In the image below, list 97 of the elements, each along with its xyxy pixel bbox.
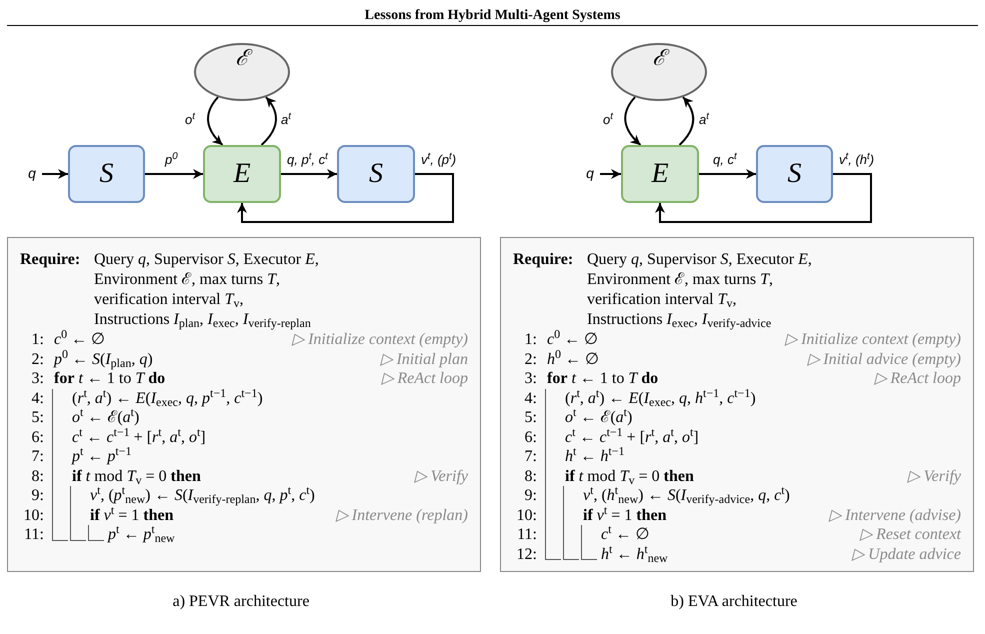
algorithm-box: [500, 237, 974, 572]
require-keyword: Require:: [20, 250, 82, 270]
code-comment: ▷ Initial plan: [380, 350, 468, 369]
query-label: q: [28, 164, 36, 183]
line-number: 5:: [30, 408, 44, 428]
box-label: E: [233, 157, 251, 191]
arrow: [260, 96, 277, 146]
arrow: [237, 173, 454, 223]
edge-label: o$^{t}$: [603, 112, 613, 127]
code-line: for t ← 1 to T do: [547, 369, 658, 388]
arrow: [678, 96, 694, 146]
line-number: 3:: [524, 369, 537, 388]
line-number: 5:: [524, 408, 537, 428]
code-comment: ▷ Initialize context (empty): [292, 330, 468, 350]
box-label: E: [651, 157, 669, 191]
code-line: c$^{t}$ ← c$^{t−1}$ + [r$^{t}$, a$^{t}$, o$^{t}$]: [72, 428, 206, 447]
edge-label: a$^{t}$: [281, 112, 291, 127]
code-comment: ▷ Initialize context (empty): [785, 330, 961, 350]
edge-label: a$^{t}$: [699, 112, 709, 127]
edge-label: p$^{0}$: [165, 152, 178, 167]
code-comment: ▷ Intervene (replan): [336, 506, 468, 525]
code-line: h$^{t}$ ← h$^{t−1}$: [565, 447, 624, 466]
edge-label: q, p$^{t}$, c$^{t}$: [287, 152, 328, 167]
code-comment: ▷ Update advice: [852, 544, 961, 564]
code-comment: ▷ ReAct loop: [381, 369, 468, 388]
code-comment: ▷ Reset context: [860, 525, 961, 544]
arrow: [207, 96, 224, 146]
require-text: Query q, Supervisor S, Executor E, Environment ℰ, max turns T, verification interval T$_{v}$, Instructions I$_{exec}$, I$_{verify-advice}$: [587, 250, 813, 330]
line-number: 8:: [524, 466, 537, 486]
edge-label: v$^{t}$, (p$^{t}$): [421, 152, 456, 167]
caption: a) PEVR architecture: [172, 593, 310, 610]
line-number: 2:: [30, 350, 44, 369]
code-line: h$^{0}$ ← ∅: [547, 350, 599, 369]
edge-label: o$^{t}$: [185, 112, 195, 127]
code-line: c$^{t}$ ← c$^{t−1}$ + [r$^{t}$, a$^{t}$, o$^{t}$]: [565, 428, 699, 447]
code-line: p$^{0}$ ← S(I$_{plan}$, q): [54, 350, 153, 369]
code-comment: ▷ Verify: [908, 466, 961, 486]
code-comment: ▷ Intervene (advise): [829, 506, 961, 525]
code-line: v$^{t}$, (p$^{t}$$_{new}$) ← S(I$_{verify-replan}$, q, p$^{t}$, c$^{t}$): [90, 486, 315, 506]
line-number: 4:: [524, 388, 537, 408]
line-number: 1:: [30, 330, 44, 350]
arrow: [281, 169, 337, 179]
supervisor-box: [337, 145, 415, 203]
line-number: 10:: [22, 506, 44, 525]
line-number: 3:: [30, 369, 44, 388]
code-line: if v$^{t}$ = 1 then: [90, 506, 174, 525]
code-comment: ▷ Initial advice (empty): [807, 350, 961, 369]
supervisor-box: [68, 145, 145, 203]
arrow: [624, 96, 642, 146]
line-number: 7:: [30, 447, 44, 466]
code-line: if t mod T$_{v}$ = 0 then: [565, 466, 694, 486]
line-number: 8:: [30, 466, 44, 486]
code-line: if t mod T$_{v}$ = 0 then: [72, 466, 201, 486]
code-line: c$^{0}$ ← ∅: [54, 330, 106, 350]
arrow: [42, 169, 68, 179]
line-number: 12:: [516, 544, 537, 564]
supervisor-box: [756, 145, 833, 203]
code-line: o$^{t}$ ← ℰ(a$^{t}$): [72, 408, 140, 428]
arrow: [600, 169, 621, 179]
box-label: S: [788, 157, 802, 191]
code-line: (r$^{t}$, a$^{t}$) ← E(I$_{exec}$, q, h$^{t−1}$, c$^{t−1}$): [565, 388, 756, 408]
line-number: 11:: [516, 525, 537, 544]
code-line: o$^{t}$ ← ℰ(a$^{t}$): [565, 408, 632, 428]
page-title: Lessons from Hybrid Multi-Agent Systems: [364, 7, 622, 25]
arrow: [655, 173, 872, 223]
line-number: 6:: [524, 428, 537, 447]
line-number: 6:: [30, 428, 44, 447]
caption: b) EVA architecture: [670, 593, 798, 610]
executor-box: [621, 145, 699, 203]
line-number: 2:: [524, 350, 537, 369]
line-number: 11:: [23, 525, 44, 544]
box-label: S: [100, 157, 114, 191]
code-line: if v$^{t}$ = 1 then: [583, 506, 666, 525]
arrow: [145, 169, 203, 179]
algorithm-box: [7, 237, 481, 572]
code-line: (r$^{t}$, a$^{t}$) ← E(I$_{exec}$, q, p$^{t−1}$, c$^{t−1}$): [72, 388, 263, 408]
edge-label: q, c$^{t}$: [713, 152, 737, 167]
code-comment: ▷ Verify: [414, 466, 468, 486]
arrow: [699, 169, 756, 179]
query-label: q: [586, 164, 594, 183]
executor-box: [203, 145, 281, 203]
line-number: 10:: [516, 506, 537, 525]
code-line: p$^{t}$ ← p$^{t−1}$: [72, 447, 132, 466]
code-comment: ▷ ReAct loop: [874, 369, 961, 388]
line-number: 4:: [30, 388, 44, 408]
code-line: for t ← 1 to T do: [54, 370, 166, 388]
line-number: 9:: [30, 486, 44, 506]
box-label: S: [369, 157, 383, 191]
require-text: Query q, Supervisor S, Executor E, Environment ℰ, max turns T, verification interval T$_{v}$, Instructions I$_{plan}$, I$_{exec}$, I$_{verify-replan}$: [94, 250, 320, 330]
line-number: 7:: [524, 447, 537, 466]
line-number: 1:: [524, 330, 537, 350]
edge-label: v$^{t}$, (h$^{t}$): [839, 152, 874, 167]
code-line: c$^{t}$ ← ∅: [601, 525, 650, 544]
code-line: c$^{0}$ ← ∅: [547, 330, 598, 350]
code-line: v$^{t}$, (h$^{t}$$_{new}$) ← S(I$_{verify-advice}$, q, c$^{t}$): [583, 486, 790, 506]
line-number: 9:: [524, 486, 537, 506]
require-keyword: Require:: [513, 250, 574, 270]
